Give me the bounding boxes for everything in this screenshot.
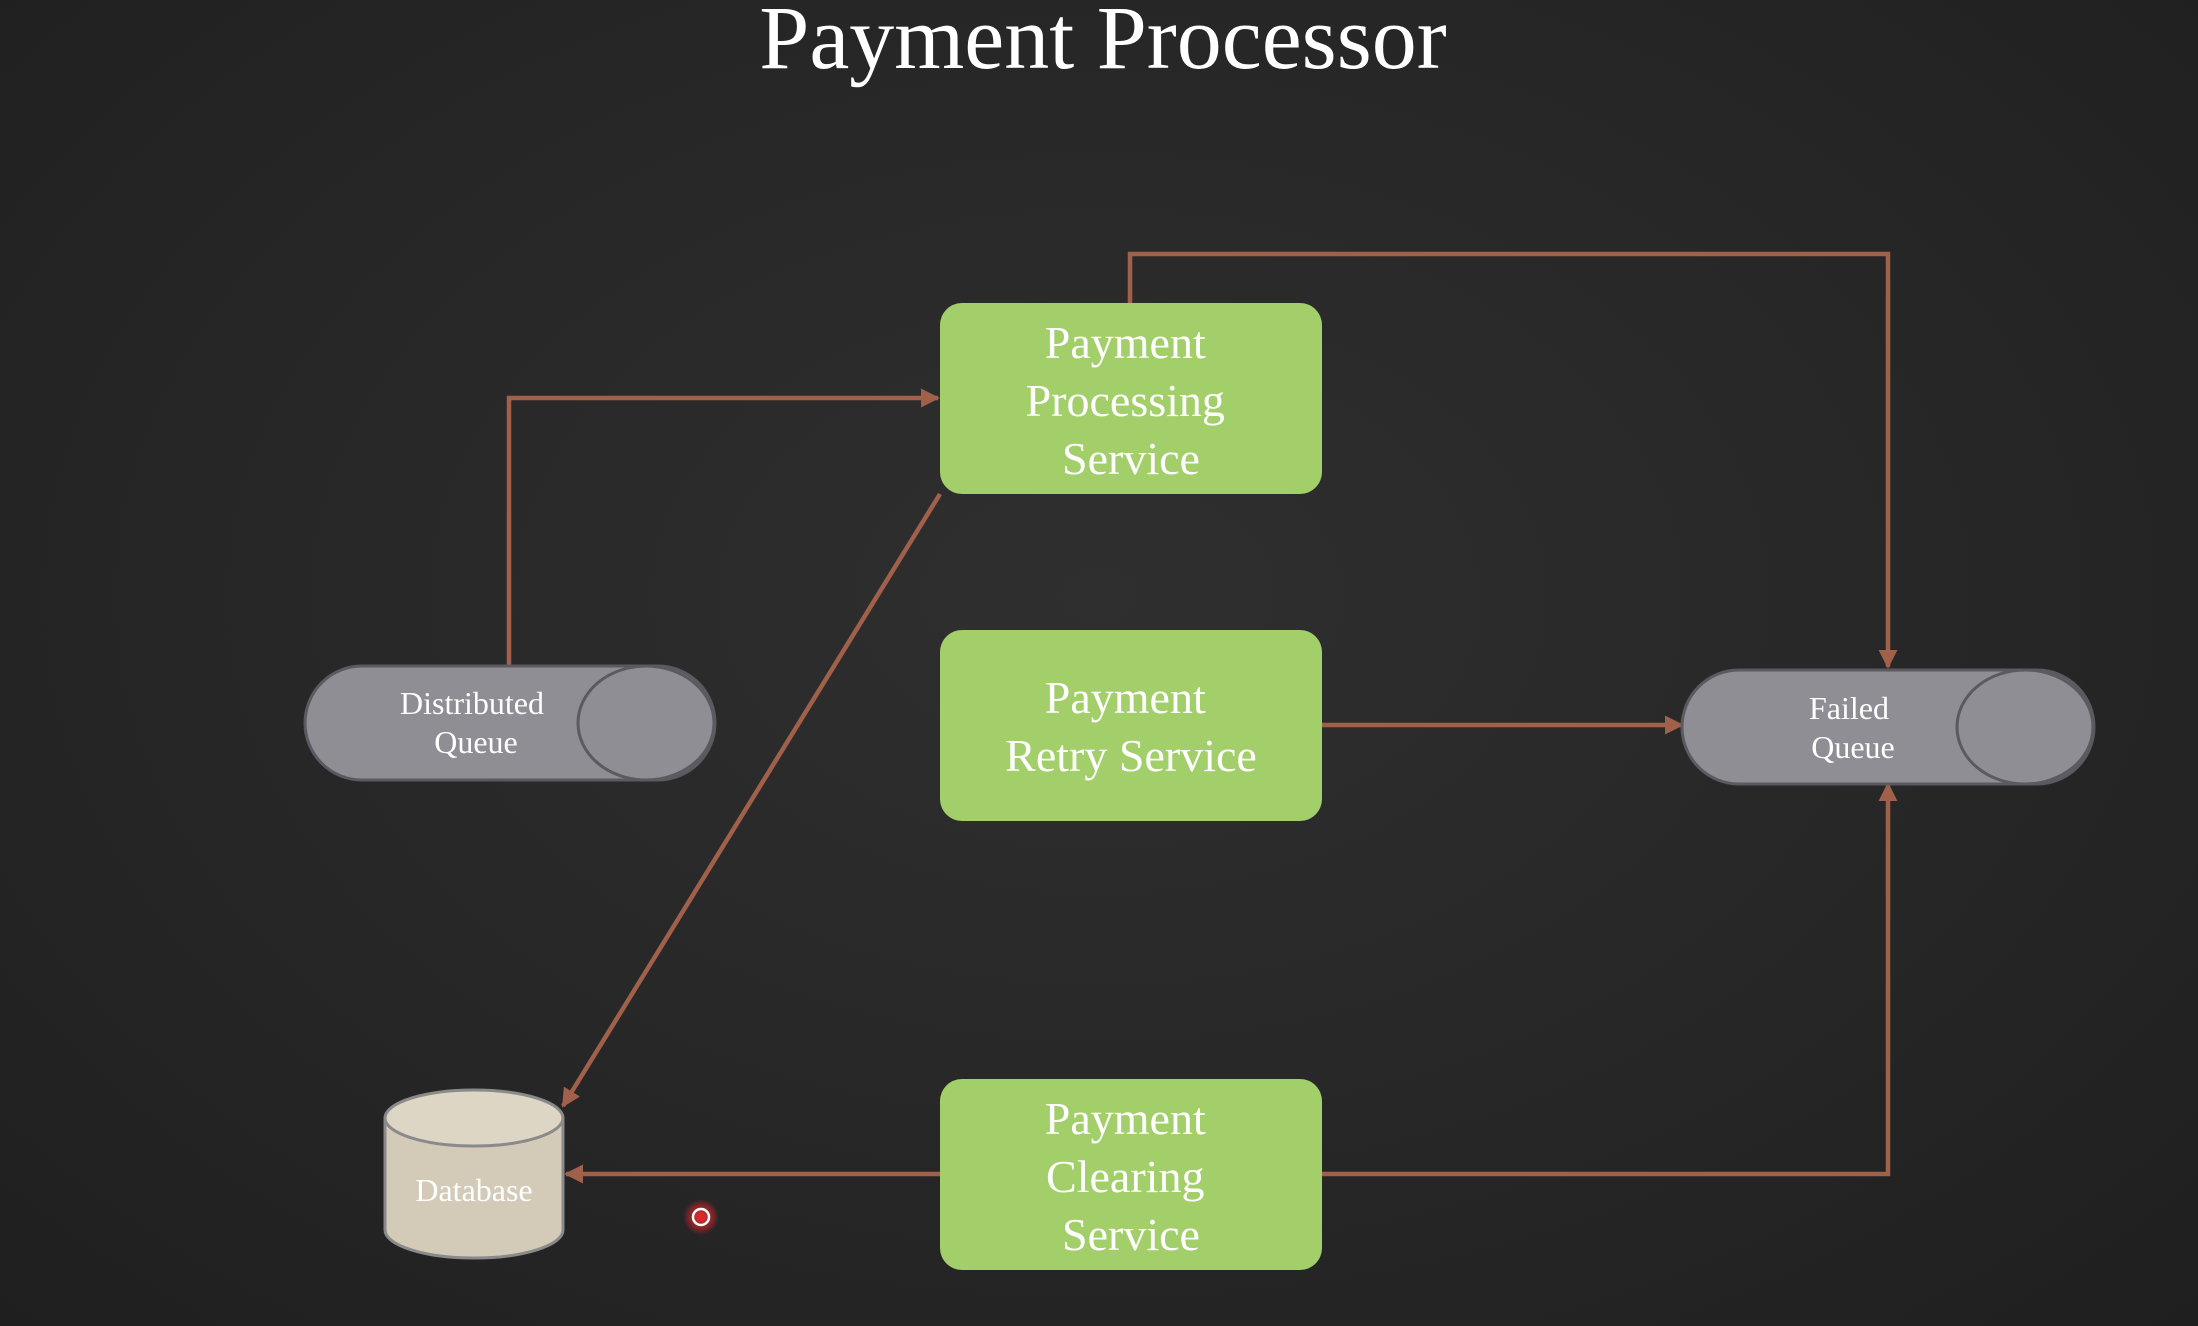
payment-processing-service-box	[940, 303, 1322, 494]
payment-retry-service-box	[940, 630, 1322, 821]
distributed-queue-end-cap	[576, 664, 716, 782]
failed-queue-node: Failed Queue	[1680, 668, 2096, 786]
payment-processing-service-node: Payment Processing Service	[940, 303, 1322, 494]
payment-retry-service-line-1: Payment	[1045, 672, 1206, 723]
edge-processing-to-database	[561, 492, 942, 1108]
payment-clearing-service-line-3: Service	[1062, 1209, 1200, 1260]
payment-clearing-service-line-1: Payment	[1045, 1093, 1206, 1144]
database-node: Database	[383, 1088, 565, 1260]
database-top	[383, 1088, 565, 1148]
distributed-queue-node: Distributed Queue	[303, 664, 717, 782]
distributed-queue-line-2: Queue	[434, 724, 518, 760]
payment-clearing-service-line-2: Clearing	[1046, 1151, 1204, 1202]
distributed-queue-label: Distributed Queue	[400, 685, 552, 760]
edge-processing-to-failed-queue	[1127, 251, 1898, 669]
payment-clearing-service-box	[940, 1079, 1322, 1270]
pointer-indicator	[683, 1199, 719, 1235]
payment-processing-service-line-2: Processing	[1026, 375, 1225, 426]
payment-retry-service-node: Payment Retry Service	[940, 630, 1322, 821]
failed-queue-line-1: Failed	[1809, 690, 1889, 726]
diagram-title: Payment Processor	[759, 0, 1446, 88]
distributed-queue-line-1: Distributed	[400, 685, 544, 721]
payment-processing-service-label: Payment Processing Service	[1026, 317, 1237, 484]
pointer-ring	[691, 1207, 711, 1227]
payment-clearing-service-node: Payment Clearing Service	[940, 1079, 1322, 1270]
payment-processing-service-line-1: Payment	[1045, 317, 1206, 368]
edge-clearing-to-failed-queue	[1322, 782, 1898, 1177]
payment-clearing-service-label: Payment Clearing Service	[1045, 1093, 1217, 1260]
failed-queue-end-cap	[1955, 668, 2095, 786]
failed-queue-line-2: Queue	[1811, 729, 1895, 765]
payment-retry-service-label: Payment Retry Service	[1005, 672, 1257, 781]
database-label: Database	[415, 1172, 532, 1208]
edges	[506, 251, 1898, 1184]
payment-retry-service-line-2: Retry Service	[1005, 730, 1257, 781]
pointer-dot-icon	[697, 1213, 705, 1221]
payment-processing-service-line-3: Service	[1062, 433, 1200, 484]
edge-distributed-queue-to-processing	[506, 388, 940, 666]
database-body	[383, 1116, 565, 1260]
failed-queue-label: Failed Queue	[1809, 690, 1897, 765]
